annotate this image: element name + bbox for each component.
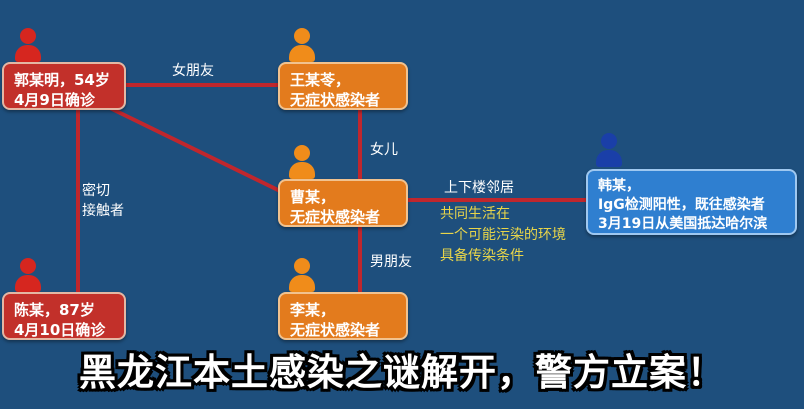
node-li-line1: 李某， [290, 301, 336, 319]
edge-guo-cao [109, 106, 283, 194]
node-han: 韩某， IgG检测阳性，既往感染者 3月19日从美国抵达哈尔滨 [586, 169, 797, 235]
node-li: 李某， 无症状感染者 [278, 292, 408, 340]
headline-caption: 黑龙江本土感染之谜解开，警方立案！ [79, 351, 725, 394]
node-han-line1: 韩某， [598, 178, 640, 194]
note-line-3: 具备传染条件 [440, 248, 524, 264]
person-icon [15, 258, 41, 292]
note-line-2: 一个可能污染的环境 [440, 227, 566, 243]
node-cao: 曹某， 无症状感染者 [278, 179, 408, 227]
node-han-line2: IgG检测阳性，既往感染者 [598, 197, 765, 213]
node-wang: 王某苓， 无症状感染者 [278, 62, 408, 110]
node-wang-line1: 王某苓， [290, 71, 351, 89]
node-guo-line1: 郭某明，54岁 [14, 71, 110, 89]
node-li-line2: 无症状感染者 [290, 321, 381, 339]
edge-label-cao-han: 上下楼邻居 [444, 180, 514, 196]
node-cao-line1: 曹某， [290, 188, 336, 206]
node-chen-line2: 4月10日确诊 [14, 321, 106, 339]
edge-label-cao-li: 男朋友 [370, 254, 412, 270]
node-chen-line1: 陈某，87岁 [14, 301, 95, 319]
node-chen: 陈某，87岁 4月10日确诊 [2, 292, 126, 340]
edge-label-wang-cao: 女儿 [370, 142, 398, 158]
node-wang-line2: 无症状感染者 [290, 91, 381, 109]
person-icon [596, 133, 622, 167]
note-line-1: 共同生活在 [440, 206, 510, 222]
edge-label-guo-wang: 女朋友 [172, 63, 214, 79]
node-guo: 郭某明，54岁 4月9日确诊 [2, 62, 126, 110]
person-icon [289, 258, 315, 292]
node-han-line3: 3月19日从美国抵达哈尔滨 [598, 216, 768, 232]
edge-label-guo-chen-1: 密切 [82, 183, 110, 199]
person-icon [289, 28, 315, 62]
edge-label-guo-chen-2: 接触者 [82, 203, 124, 219]
node-guo-line2: 4月9日确诊 [14, 91, 95, 109]
person-icon [15, 28, 41, 62]
person-icon [289, 145, 315, 179]
node-cao-line2: 无症状感染者 [290, 208, 381, 226]
